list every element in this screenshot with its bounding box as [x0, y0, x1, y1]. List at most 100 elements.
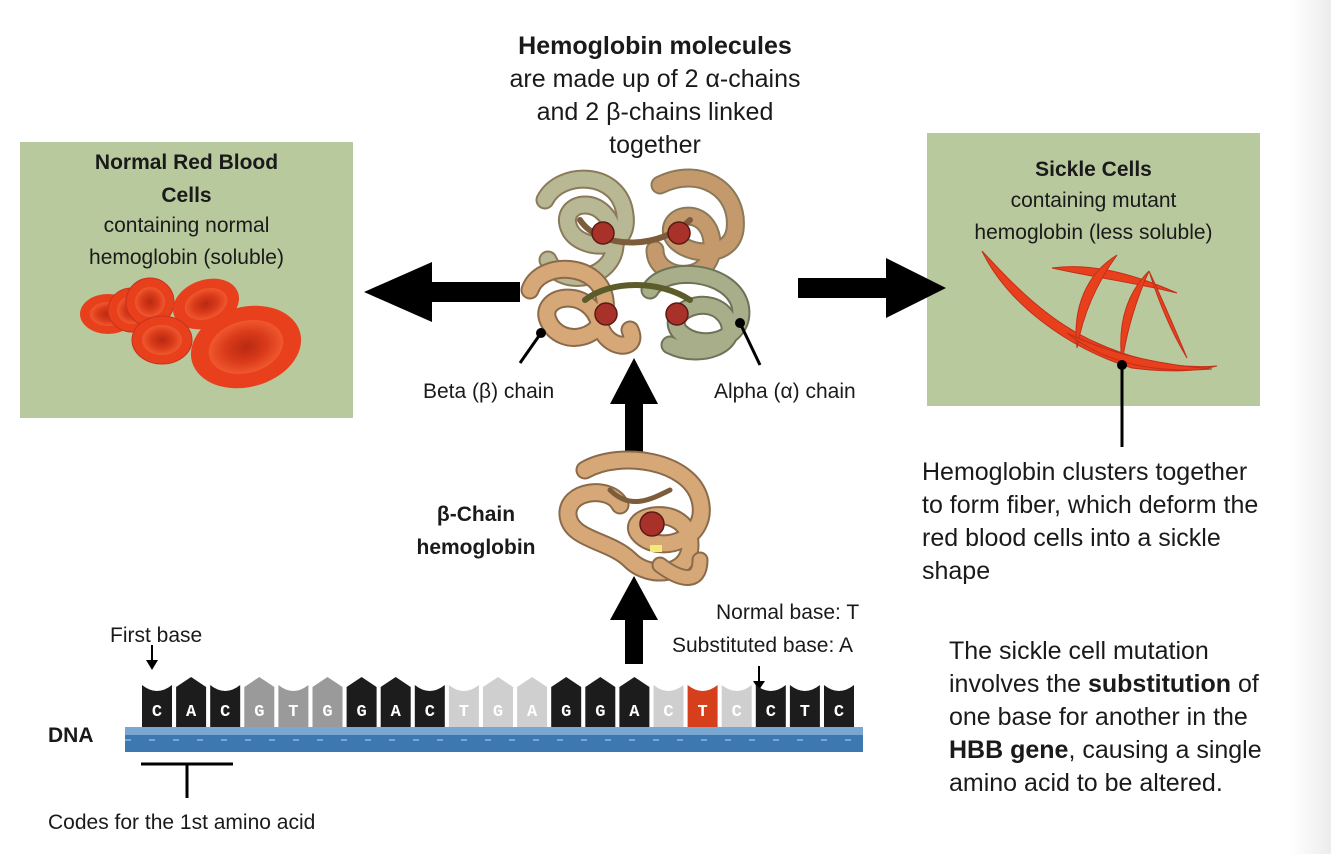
red-blood-cells-illustration — [80, 277, 302, 389]
title-bold: Hemoglobin molecules — [518, 32, 792, 60]
dna-base — [483, 677, 513, 727]
dna-base-letter: T — [458, 703, 469, 722]
sickle-panel-text-1: containing mutant — [1010, 189, 1177, 212]
first-base-label: First base — [110, 624, 203, 647]
dna-base-letter: G — [254, 703, 265, 722]
dna-label: DNA — [48, 724, 94, 747]
dna-base-letter: C — [220, 703, 231, 722]
substituted-base-label: Substituted base: A — [672, 634, 853, 657]
codes-for-label: Codes for the 1st amino acid — [48, 811, 316, 834]
sickle-cell — [1066, 332, 1213, 371]
title-line-4: together — [609, 131, 701, 159]
dna-base — [653, 685, 684, 727]
dna-base — [517, 677, 548, 727]
dna-base-letter: T — [288, 703, 299, 722]
dna-base — [687, 685, 718, 727]
arrow-left-icon — [364, 262, 520, 322]
edge-shadow — [1291, 0, 1331, 854]
dna-base-letter: G — [595, 703, 606, 722]
mutation-note-line-3: one base for another in the — [949, 703, 1248, 731]
dna-base-letter: G — [322, 703, 333, 722]
alpha-chain-label: Alpha (α) chain — [714, 380, 856, 403]
alpha-chain-pointer — [738, 322, 762, 366]
dna-base-letter: G — [492, 703, 504, 722]
arrow-up-icon — [610, 576, 658, 664]
fiber-note-line-3: red blood cells into a sickle — [922, 524, 1221, 552]
dna-base — [789, 685, 820, 727]
normal-cells-panel: Normal Red Blood Cells containing normal… — [20, 142, 353, 418]
dna-base — [824, 685, 854, 727]
sickle-cells-panel: Sickle Cells containing mutant hemoglobi… — [927, 133, 1260, 406]
mutation-note-text: of — [1231, 670, 1259, 698]
hemoglobin-molecule — [520, 168, 751, 361]
dna-base-letter: C — [765, 703, 776, 722]
dna-base — [210, 685, 241, 727]
arrow-up-icon — [610, 358, 658, 460]
dna-base-letter: A — [526, 703, 538, 722]
dna-base — [619, 677, 650, 727]
dna-base-letter: C — [731, 703, 742, 722]
arrow-right-icon — [798, 258, 946, 318]
mutation-note-text: , causing a single — [1068, 736, 1262, 764]
fiber-note-line-1: Hemoglobin clusters together — [922, 458, 1248, 486]
dna-base-letter: G — [561, 703, 572, 722]
sickle-panel-text-2: hemoglobin (less soluble) — [974, 221, 1213, 244]
sickle-cell — [1051, 266, 1178, 294]
dna-bases — [142, 677, 854, 727]
mutation-note-text: involves the — [949, 670, 1088, 698]
normal-base-label: Normal base: T — [716, 601, 860, 624]
dna-base-letter: T — [697, 703, 708, 722]
rbc-cell — [131, 315, 193, 365]
dna-base-letter: A — [390, 703, 401, 722]
normal-panel-title-1: Normal Red Blood — [94, 151, 279, 174]
dna-base-letter: A — [185, 703, 197, 722]
normal-panel-text-2: hemoglobin (soluble) — [89, 246, 284, 269]
dna-base — [414, 685, 445, 727]
dna-base — [312, 677, 343, 727]
title-line-2: are made up of 2 α-chains — [509, 65, 801, 93]
dna-base — [721, 685, 752, 727]
dna-base — [278, 685, 309, 727]
mutation-note-line-5: amino acid to be altered. — [949, 769, 1223, 797]
dna-base — [176, 677, 207, 727]
fiber-note: Hemoglobin clusters together to form fib… — [922, 456, 1258, 588]
mutation-note: The sickle cell mutation involves the su… — [949, 635, 1262, 800]
normal-panel-text-1: containing normal — [103, 214, 270, 237]
sickle-panel-title: Sickle Cells — [1035, 158, 1152, 181]
dna-base-letter: G — [356, 703, 367, 722]
mutation-note-line-1: The sickle cell mutation — [949, 637, 1209, 665]
down-arrow-icon — [146, 660, 158, 670]
title-block: Hemoglobin molecules are made up of 2 α-… — [440, 30, 870, 162]
beta-chain-label: Beta (β) chain — [423, 380, 555, 403]
normal-panel-title-2: Cells — [161, 184, 212, 207]
dna-base — [380, 677, 411, 727]
substitution-emphasis: substitution — [1087, 670, 1231, 698]
mutation-note-line-4: HBB gene, causing a single — [949, 734, 1262, 767]
dna-base — [551, 677, 582, 727]
beta-chain-label-line-2: hemoglobin — [416, 536, 536, 559]
title-line-3: and 2 β-chains linked — [536, 98, 774, 126]
dna-base — [244, 677, 275, 727]
dna-base — [585, 677, 616, 727]
rbc-cell — [190, 305, 302, 389]
beta-chain-label-line-1: β-Chain — [436, 503, 516, 526]
sickle-cell — [1148, 270, 1188, 359]
dna-base-letter: A — [629, 703, 640, 722]
dna-base — [448, 685, 479, 727]
dna-base-letter: T — [799, 703, 810, 722]
dna-base — [755, 685, 786, 727]
dna-base — [346, 677, 377, 727]
dna-base-letter: C — [424, 703, 435, 722]
dna-base-letter: C — [151, 703, 163, 722]
hbb-gene-emphasis: HBB gene — [949, 736, 1069, 764]
beta-chain-hemoglobin-structure — [558, 450, 711, 586]
mutation-note-line-2: involves the substitution of — [949, 668, 1262, 701]
fiber-note-line-2: to form fiber, which deform the — [922, 491, 1259, 519]
sickle-cells-illustration — [981, 250, 1218, 372]
dna-base-letter: C — [663, 703, 674, 722]
rbc-cell — [125, 277, 175, 327]
dna-base-letter: C — [833, 703, 845, 722]
fiber-note-line-4: shape — [922, 557, 991, 585]
down-arrow-icon — [753, 681, 765, 690]
